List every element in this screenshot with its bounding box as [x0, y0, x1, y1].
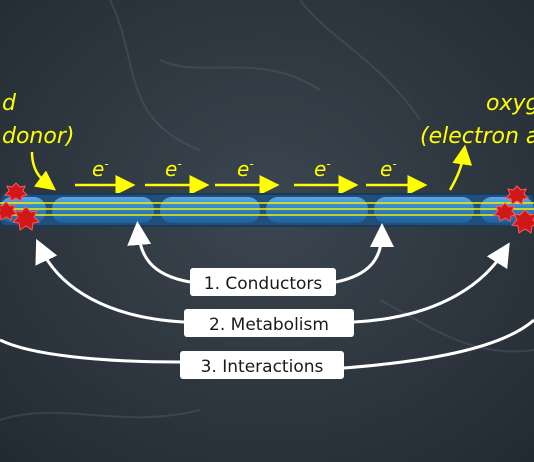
microbe-icon — [492, 202, 518, 222]
callout-conductors: 1. Conductors — [190, 268, 336, 296]
microbe-icon — [3, 182, 29, 202]
interactions-arrow-left — [0, 338, 181, 364]
microbe-cluster-left — [0, 182, 41, 231]
interactions-arrow-right — [343, 318, 534, 370]
electron-label-5: e- — [380, 157, 397, 181]
left-label-line2: donor) — [2, 124, 74, 149]
callout-interactions-label: 3. Interactions — [201, 357, 324, 377]
callout-box — [184, 309, 354, 337]
cell-segment-2 — [160, 197, 260, 223]
callout-interactions: 3. Interactions — [180, 351, 344, 379]
callout-box — [180, 351, 344, 379]
conductors-arrow-right — [335, 223, 394, 284]
cable-filament — [0, 193, 534, 227]
microbe-icon — [0, 201, 19, 221]
callout-conductors-label: 1. Conductors — [204, 274, 323, 294]
cell-segment-4 — [374, 197, 474, 223]
electron-label-1: e- — [92, 157, 109, 181]
metabolism-arrow-right — [353, 242, 510, 324]
electron-label-4: e- — [314, 157, 331, 181]
electron-symbols: e- e- e- e- e- — [92, 157, 397, 181]
microbe-icon — [11, 206, 41, 231]
callout-metabolism-label: 2. Metabolism — [209, 315, 329, 335]
acceptor-arrow — [448, 144, 473, 191]
callout-arrows — [0, 221, 534, 370]
electron-label-2: e- — [165, 157, 182, 181]
electron-label-3: e- — [237, 157, 254, 181]
microbe-cluster-right — [492, 185, 534, 234]
callout-box — [190, 268, 336, 296]
left-label-line1: d — [2, 91, 17, 116]
cell-segment-1 — [52, 197, 154, 223]
background-filaments — [0, 0, 534, 421]
microbe-icon — [510, 209, 534, 234]
callout-metabolism: 2. Metabolism — [184, 309, 354, 337]
metabolism-arrow-left — [35, 238, 185, 324]
microbe-icon — [504, 185, 530, 205]
right-label-line1: oxyg — [486, 91, 534, 116]
cell-segment-3 — [266, 197, 368, 223]
donor-arrow — [30, 151, 56, 191]
conductors-arrow-left — [127, 221, 191, 284]
right-label-line2: (electron a — [420, 124, 534, 149]
conductive-fibers — [0, 202, 534, 216]
